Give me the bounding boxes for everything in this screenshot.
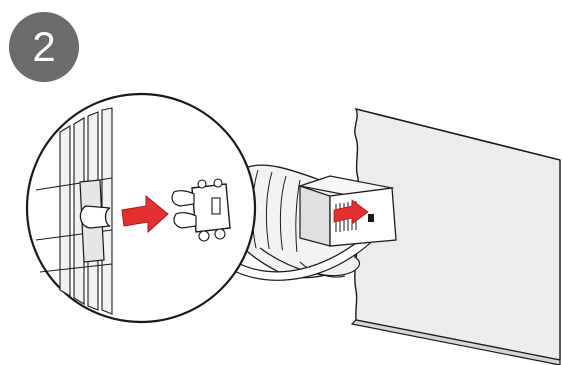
vent-box-left <box>300 186 330 246</box>
clip-fork-lower <box>174 213 196 228</box>
step-number: 2 <box>32 23 55 70</box>
screw-top-right <box>214 179 222 187</box>
screw-bottom-left <box>199 231 209 241</box>
screw-top-left <box>198 180 206 188</box>
screw-bottom-right <box>215 229 225 239</box>
hook-loop <box>80 206 110 228</box>
clip-body <box>192 184 230 232</box>
vent-clip <box>368 214 374 222</box>
detail-magnifier <box>27 94 255 322</box>
clip-fork <box>172 191 194 206</box>
step-badge: 2 <box>9 12 79 82</box>
clip-slot <box>212 198 220 214</box>
wall-vent-box <box>300 176 396 246</box>
